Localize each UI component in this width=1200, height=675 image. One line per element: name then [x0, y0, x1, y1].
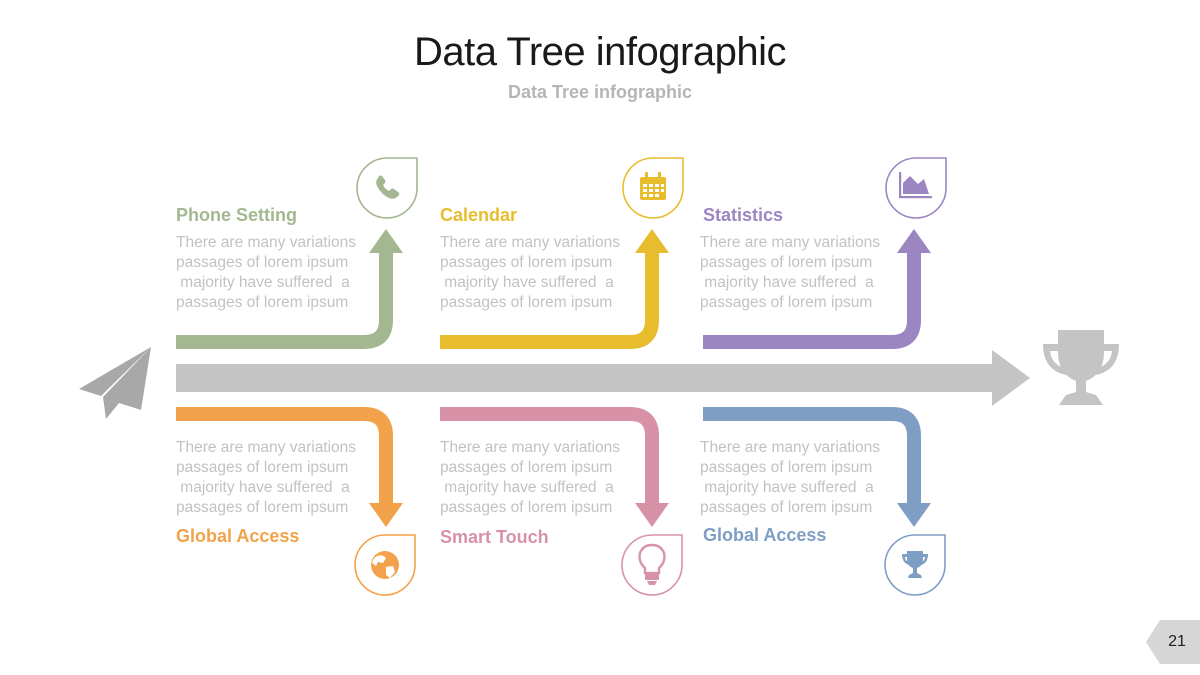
branch-label-calendar: Calendar: [440, 205, 518, 225]
page-number: 21: [1168, 633, 1186, 650]
lightbulb-icon: [638, 543, 666, 585]
phone-icon: [376, 175, 400, 199]
badge-global: [354, 534, 416, 596]
badge-touch: [621, 534, 683, 596]
branch-label-global: Global Access: [176, 526, 300, 546]
page-subtitle: Data Tree infographic: [507, 82, 693, 102]
badge-phone: [356, 157, 418, 219]
branch-connector-phone: [176, 250, 393, 349]
branch-label-statistics: Statistics: [703, 205, 784, 225]
badge-statistics: [885, 157, 947, 219]
calendar-icon: [640, 172, 666, 200]
branch-connector-calendar: [440, 250, 659, 349]
branch-label-touch: Smart Touch: [440, 527, 549, 547]
branch-desc-global: There are many variations passages of lo…: [176, 439, 357, 516]
trophy-icon: [902, 551, 928, 578]
trunk-arrow: [176, 350, 1030, 406]
branch-desc-calendar: There are many variations passages of lo…: [440, 234, 621, 311]
branch-desc-statistics: There are many variations passages of lo…: [700, 234, 881, 311]
badge-global-2: [884, 534, 946, 596]
globe-icon: [371, 551, 399, 579]
branch-connector-global-2: [703, 407, 921, 506]
branch-label-phone: Phone Setting: [176, 205, 297, 225]
branch-connector-statistics: [703, 250, 921, 349]
branch-connector-touch: [440, 407, 659, 506]
badge-calendar: [622, 157, 684, 219]
branch-connector-global: [176, 407, 393, 506]
branch-desc-global-2: There are many variations passages of lo…: [700, 439, 881, 516]
trophy-icon: [1043, 330, 1119, 405]
branch-connectors: [176, 250, 921, 506]
branch-desc-phone: There are many variations passages of lo…: [176, 234, 357, 311]
branch-desc-touch: There are many variations passages of lo…: [440, 439, 621, 516]
branch-arrowheads: [369, 229, 931, 527]
branch-label-global-2: Global Access: [703, 525, 827, 545]
page-title: Data Tree infographic: [414, 30, 786, 74]
area-chart-icon: [899, 172, 932, 199]
paper-plane-icon: [79, 347, 151, 419]
